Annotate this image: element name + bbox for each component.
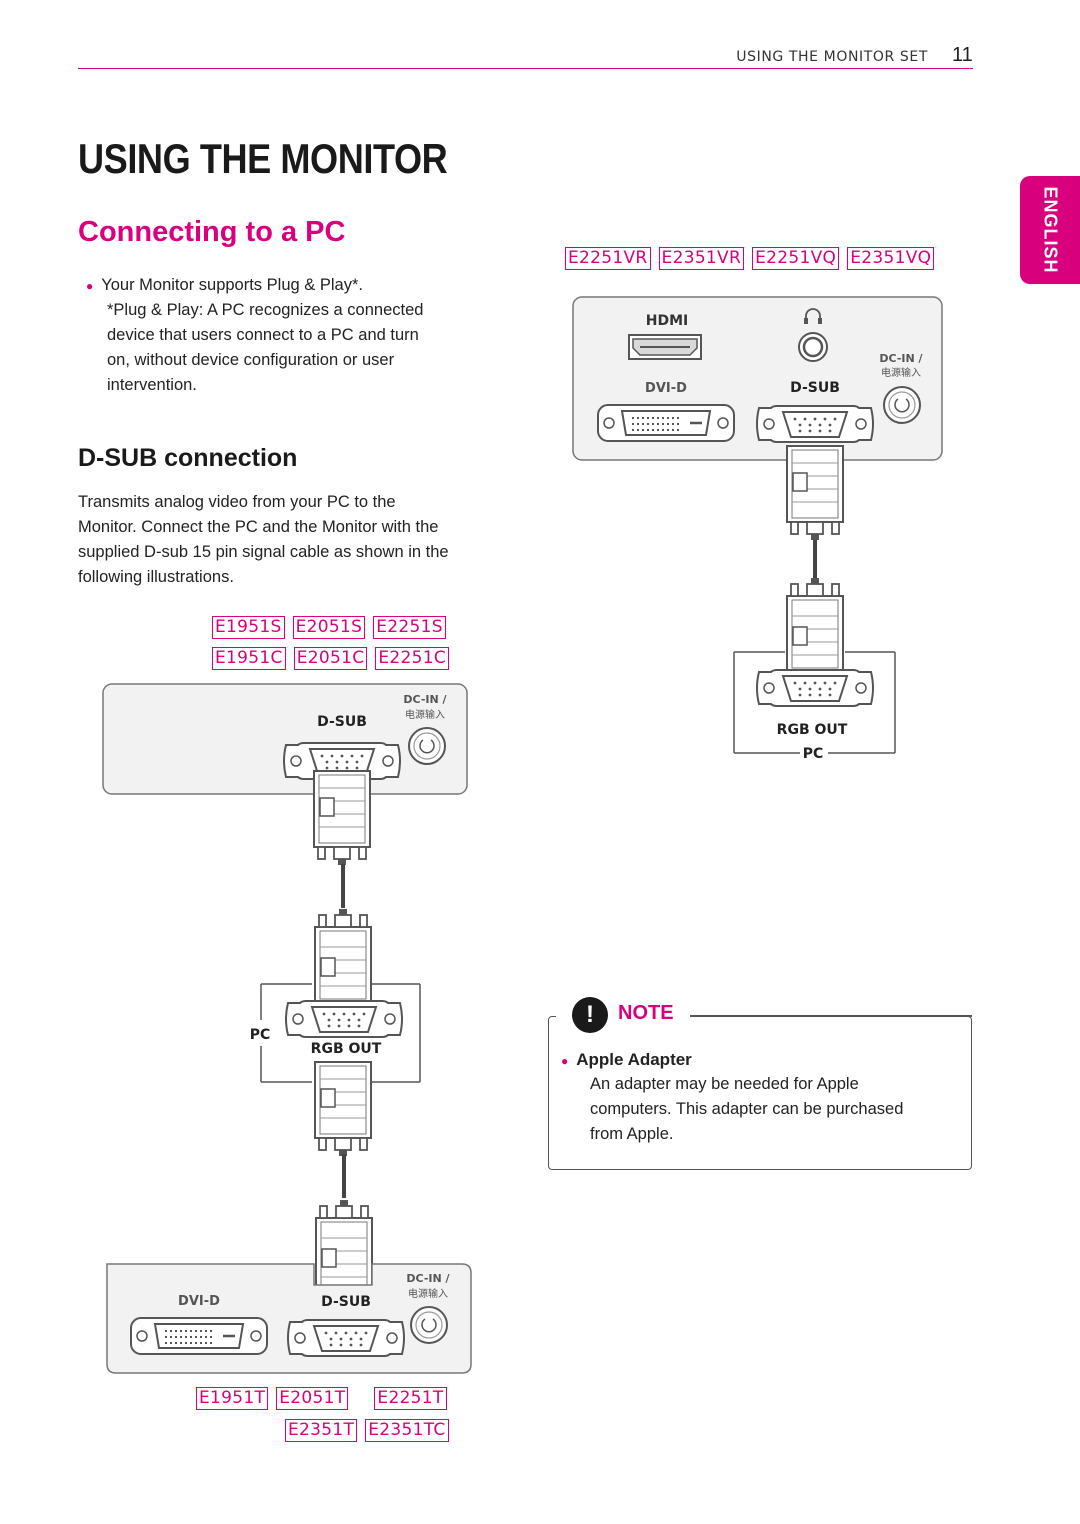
rgb-out-label: RGB OUT: [777, 722, 848, 738]
note-line: from Apple.: [590, 1125, 674, 1143]
dvi-port-icon: [129, 1316, 269, 1356]
note-item: ● Apple Adapter: [561, 1047, 692, 1074]
rgb-out-port-icon: [285, 1000, 403, 1038]
section-title: Connecting to a PC: [78, 216, 346, 248]
note-item-body: An adapter may be needed for Apple compu…: [590, 1072, 903, 1147]
model-chip: E2051S: [292, 616, 366, 639]
dcin-label: DC-IN /: [406, 1272, 450, 1285]
dsub-description: Transmits analog video from your PC to t…: [78, 490, 449, 590]
dc-in-port-icon: [410, 1306, 448, 1344]
note-rule: [690, 1015, 972, 1017]
hdmi-label: HDMI: [646, 313, 688, 329]
model-list-left-row2: E1951C E2051C E2251C: [212, 647, 450, 670]
footnote-line: on, without device configuration or user: [107, 351, 395, 369]
left-pc-box: PC RGB OUT: [250, 983, 421, 1083]
note-line: computers. This adapter can be purchased: [590, 1100, 904, 1118]
rgb-out-port-icon: [756, 669, 874, 707]
bullet-text: Your Monitor supports Plug & Play*.: [101, 276, 363, 294]
left-cable: [313, 770, 371, 1003]
pc-label: PC: [803, 746, 824, 762]
plug-and-play-footnote: *Plug & Play: A PC recognizes a connecte…: [107, 298, 423, 398]
running-header-section: USING THE MONITOR SET: [736, 49, 928, 65]
description-line: Transmits analog video from your PC to t…: [78, 493, 396, 511]
header-rule: [78, 68, 973, 69]
dcin-label: DC-IN /: [403, 693, 447, 706]
model-list-bottom-row2: E2351T E2351TC: [285, 1419, 449, 1442]
description-line: supplied D-sub 15 pin signal cable as sh…: [78, 543, 449, 561]
bullet-icon: ●: [86, 279, 94, 293]
model-list-bottom-row1: E1951T E2051T E2251T: [196, 1387, 447, 1410]
dsub-port-icon: [756, 405, 874, 443]
model-chip: E2251VQ: [752, 247, 840, 270]
dcin-cn-label: 电源输入: [881, 366, 921, 379]
dsub-label: D-SUB: [321, 1294, 371, 1310]
dc-in-port-icon: [883, 386, 921, 424]
note-box: [548, 1016, 972, 1170]
dsub-port-icon: [287, 1319, 405, 1357]
footnote-line: device that users connect to a PC and tu…: [107, 326, 419, 344]
left-cable-2: [314, 1061, 372, 1294]
left-monitor-panel: D-SUB DC-IN / 电源输入: [102, 683, 468, 795]
dcin-cn-label: 电源输入: [408, 1287, 448, 1300]
model-chip: E1951T: [196, 1387, 269, 1410]
bottom-monitor-panel: DVI-D D-SUB DC-IN / 电源输入: [106, 1263, 472, 1374]
description-line: following illustrations.: [78, 568, 234, 586]
dsub-heading: D-SUB connection: [78, 444, 298, 472]
rgb-out-label: RGB OUT: [311, 1041, 382, 1057]
right-cable: [786, 445, 844, 672]
model-chip: E2251T: [374, 1387, 447, 1410]
footnote-line: intervention.: [107, 376, 197, 394]
model-chip: E2351TC: [365, 1419, 449, 1442]
dsub-label: D-SUB: [317, 714, 367, 730]
model-chip: E2351VR: [658, 247, 745, 270]
page-title: USING THE MONITOR: [78, 135, 448, 182]
model-chip: E2051C: [293, 647, 368, 670]
model-chip: E1951S: [212, 616, 285, 639]
model-chip: E2351VQ: [847, 247, 935, 270]
note-label: NOTE: [618, 1002, 674, 1024]
dvi-port-icon: [596, 403, 736, 443]
model-chip: E2051T: [276, 1387, 349, 1410]
model-chip: E2251S: [373, 616, 446, 639]
note-line: An adapter may be needed for Apple: [590, 1075, 859, 1093]
right-pc-box: RGB OUT PC: [733, 651, 896, 762]
language-tab: ENGLISH: [1020, 176, 1080, 284]
bullet-icon: ●: [561, 1054, 569, 1068]
dcin-cn-label: 电源输入: [405, 708, 445, 721]
model-chip: E2351T: [285, 1419, 358, 1442]
model-list-right: E2251VR E2351VR E2251VQ E2351VQ: [565, 247, 935, 270]
headphone-icon: [804, 308, 822, 324]
model-chip: E2251C: [375, 647, 450, 670]
audio-jack-icon: [798, 332, 828, 362]
hdmi-port-icon: [628, 334, 702, 360]
dvi-label: DVI-D: [645, 381, 687, 396]
model-chip: E2251VR: [565, 247, 651, 270]
dsub-label: D-SUB: [790, 380, 840, 396]
plug-and-play-bullet: ● Your Monitor supports Plug & Play*.: [86, 273, 363, 299]
description-line: Monitor. Connect the PC and the Monitor …: [78, 518, 439, 536]
model-chip: E1951C: [212, 647, 286, 670]
note-item-title: Apple Adapter: [576, 1050, 692, 1069]
model-list-left-row1: E1951S E2051S E2251S: [212, 616, 446, 639]
footnote-line: *Plug & Play: A PC recognizes a connecte…: [107, 301, 424, 319]
dvi-label: DVI-D: [178, 1294, 220, 1309]
dcin-label: DC-IN /: [879, 352, 923, 365]
pc-label: PC: [250, 1027, 271, 1043]
right-monitor-panel: HDMI DC-IN / 电源输入 DVI-D D-SUB: [572, 296, 943, 461]
dc-in-port-icon: [408, 727, 446, 765]
exclamation-icon: !: [572, 997, 608, 1033]
page-number: 11: [952, 44, 973, 66]
